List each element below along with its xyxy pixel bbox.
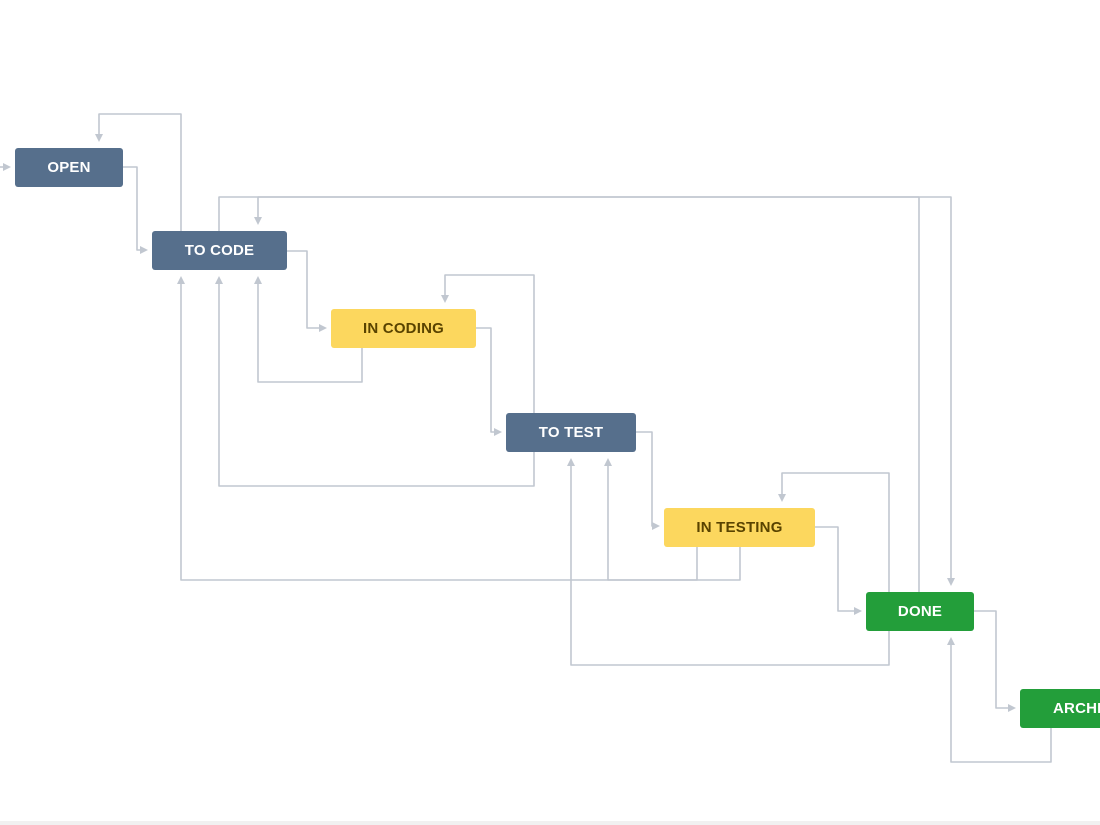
- status-open[interactable]: OPEN: [15, 148, 123, 187]
- transition-to-test-to-to-code[interactable]: [215, 276, 535, 487]
- transition-open-to-to-code[interactable]: [123, 166, 148, 254]
- status-open-label: OPEN: [47, 159, 91, 176]
- transition-done-to-archived[interactable]: [974, 610, 1016, 712]
- status-to-code[interactable]: TO CODE: [152, 231, 287, 270]
- transition-in-testing-to-to-code[interactable]: [177, 276, 741, 581]
- status-done-label: DONE: [897, 603, 943, 620]
- status-in-coding-label: IN CODING: [363, 320, 444, 337]
- status-in-testing[interactable]: IN TESTING: [664, 508, 815, 547]
- status-to-test[interactable]: TO TEST: [506, 413, 636, 452]
- transition-to-test-to-in-testing[interactable]: [636, 431, 660, 530]
- transition-to-code-to-done[interactable]: [218, 196, 955, 586]
- status-done[interactable]: DONE: [866, 592, 974, 631]
- status-archived[interactable]: ARCHIVED: [1020, 689, 1100, 728]
- transition-in-coding-to-to-test[interactable]: [476, 327, 502, 436]
- status-in-testing-label: IN TESTING: [696, 519, 783, 536]
- bottom-border: [0, 821, 1100, 825]
- transition-to-code-to-in-coding[interactable]: [287, 250, 327, 332]
- transition-in-coding-to-to-code[interactable]: [254, 276, 363, 383]
- status-archived-label: ARCHIVED: [1053, 700, 1100, 717]
- status-to-test-label: TO TEST: [538, 424, 604, 441]
- status-in-coding[interactable]: IN CODING: [331, 309, 476, 348]
- transition-in-testing-to-done[interactable]: [815, 526, 862, 615]
- status-to-code-label: TO CODE: [184, 242, 255, 259]
- transition-done-to-in-testing[interactable]: [778, 472, 890, 592]
- transition-in-testing-to-to-test[interactable]: [604, 458, 698, 581]
- transition-done-to-to-test[interactable]: [567, 458, 890, 666]
- transition-archived-to-done[interactable]: [947, 637, 1052, 763]
- transition-done-to-to-code[interactable]: [254, 196, 920, 592]
- transition-to-code-to-open[interactable]: [95, 113, 182, 231]
- transition-to-test-to-in-coding[interactable]: [441, 274, 535, 413]
